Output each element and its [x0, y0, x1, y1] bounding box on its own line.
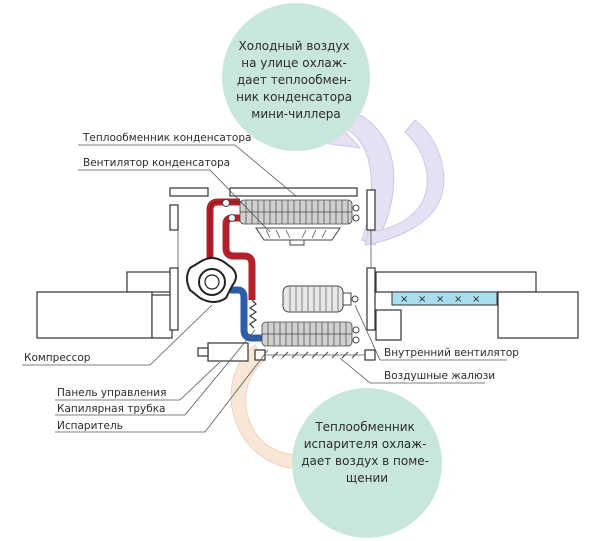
- pipe-joint: [228, 214, 236, 222]
- capillary-coil: [248, 299, 258, 329]
- casing-right-upper: [366, 189, 376, 231]
- outdoor-bubble-line: на улице охлаж-: [241, 56, 347, 70]
- svg-text:Холодный воздух на улице: Холодный воздух на улице охлаж- дает теп…: [236, 39, 356, 121]
- casing-left-mid: [169, 267, 179, 331]
- svg-text:× × × ×: × × × × ×: [400, 294, 480, 305]
- cold-suction-pipe: [230, 286, 262, 342]
- leader-control-panel: [55, 361, 221, 401]
- compressor-core: [204, 274, 220, 290]
- leader-lines: [22, 144, 507, 433]
- unit-casing: [169, 187, 376, 361]
- condenser-fan-blades: [265, 229, 327, 239]
- window-glass: [391, 291, 498, 306]
- label-indoor-fan: Внутренний вентилятор: [384, 347, 519, 359]
- evaporator-coil-end: [352, 336, 360, 344]
- condenser-coil-end: [352, 214, 360, 222]
- indoor-bubble-line: Теплообменник: [314, 420, 415, 434]
- indoor-fan-motor: [342, 292, 352, 306]
- hot-discharge-pipe-outline: [209, 201, 240, 275]
- left-wall-block: [36, 291, 153, 339]
- wall-structure: × × × × ×: [36, 271, 579, 341]
- condenser-fan: [255, 227, 341, 246]
- indoor-fan-body: [282, 285, 344, 313]
- leader-condenser-fan: [78, 169, 271, 233]
- window-mark: ×: [418, 294, 426, 305]
- condenser-fan-body: [255, 227, 341, 241]
- hot-loop-pipe: [222, 214, 256, 300]
- evaporator-coil: [261, 321, 360, 347]
- indoor-bubble-circle: [292, 388, 442, 538]
- leader-condenser-exchanger: [78, 144, 297, 197]
- air-louvers: [266, 351, 365, 359]
- indoor-fan: [282, 285, 359, 313]
- pipe-joint: [222, 199, 230, 207]
- leader-indoor-fan: [354, 304, 507, 361]
- indoor-bubble-line: щении: [346, 471, 388, 485]
- control-panel: [197, 342, 249, 362]
- window-mark: ×: [400, 294, 408, 305]
- outdoor-bubble-line: Холодный воздух: [239, 39, 350, 53]
- label-control-panel: Панель управления: [57, 387, 166, 399]
- label-evaporator: Испаритель: [57, 420, 123, 432]
- casing-top-mid: [229, 187, 358, 197]
- leader-capillary-tube: [55, 329, 256, 416]
- condenser-coil: [239, 199, 360, 225]
- leader-compressor: [22, 304, 213, 366]
- labels: Теплообменник конденсатора Вентилятор ко…: [24, 132, 519, 432]
- outdoor-bubble-line: дает теплообмен-: [237, 73, 351, 87]
- label-louvers: Воздушные жалюзи: [384, 370, 495, 382]
- compressor: [186, 257, 237, 303]
- svg-text:Теплообменник испарителя: Теплообменник испарителя охлаж- дает воз…: [301, 420, 433, 485]
- indoor-air-arrow: [230, 344, 301, 469]
- control-panel-left-cap: [197, 347, 209, 357]
- casing-top-left: [169, 187, 209, 197]
- indoor-fan-shaft: [351, 295, 359, 303]
- casing-bottom-right: [364, 349, 376, 361]
- label-capillary-tube: Капилярная трубка: [57, 403, 165, 415]
- label-condenser-fan: Вентилятор конденсатора: [83, 157, 230, 169]
- indoor-fan-ribs: [289, 287, 339, 311]
- condenser-fan-hub: [289, 239, 305, 246]
- right-wall-sill: [375, 271, 537, 293]
- outdoor-bubble-line: мини-чиллера: [251, 107, 340, 121]
- outdoor-bubble-circle: [222, 3, 370, 151]
- right-wall-block: [497, 291, 579, 339]
- right-wall-block-inner: [375, 309, 402, 341]
- indoor-bubble: Теплообменник испарителя охлаж- дает воз…: [292, 388, 442, 538]
- leader-louvers: [339, 357, 485, 384]
- indoor-bubble-line: дает воздух в поме-: [301, 454, 429, 468]
- leader-evaporator: [55, 349, 269, 433]
- casing-right-mid: [366, 267, 376, 331]
- outdoor-air-arrow-tail: [364, 119, 445, 246]
- condenser-coil-end: [352, 204, 360, 212]
- left-wall-sill: [126, 271, 173, 293]
- left-wall-block-inner: [151, 294, 173, 339]
- label-compressor: Компрессор: [24, 352, 91, 364]
- indoor-bubble-line: испарителя охлаж-: [304, 437, 427, 451]
- window-mark: ×: [436, 294, 444, 305]
- window-mark: ×: [454, 294, 462, 305]
- window-mark: ×: [472, 294, 480, 305]
- label-condenser-exchanger: Теплообменник конденсатора: [82, 132, 251, 144]
- evaporator-coil-end: [352, 326, 360, 334]
- casing-left-upper: [169, 204, 179, 231]
- outdoor-bubble: Холодный воздух на улице охлаж- дает теп…: [222, 3, 370, 151]
- outdoor-bubble-line: ник конденсатора: [236, 90, 352, 104]
- casing-bottom-left: [254, 349, 266, 361]
